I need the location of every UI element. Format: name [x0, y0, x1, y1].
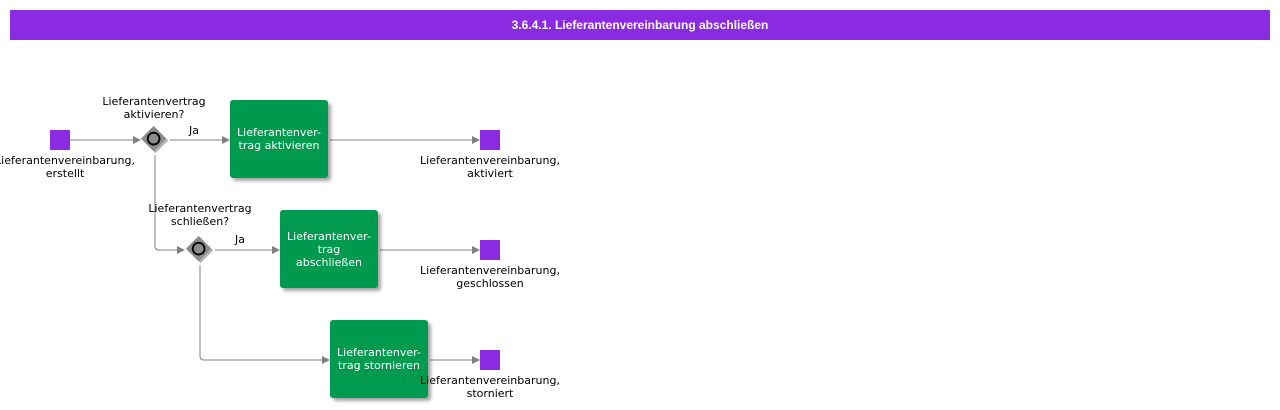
end-event-closed[interactable] [480, 240, 500, 260]
end-event-activated-label: Lieferantenvereinbarung, aktiviert [410, 154, 570, 180]
task-close-contract[interactable]: Lieferantenver- trag abschließen [280, 210, 378, 288]
gateway1-yes-label: Ja [189, 124, 199, 137]
start-event[interactable] [50, 130, 70, 150]
end-event-activated-label-line2: aktiviert [467, 167, 513, 180]
task-cancel-contract[interactable]: Lieferantenver- trag stornieren [330, 320, 428, 398]
end-event-cancelled[interactable] [480, 350, 500, 370]
end-event-closed-label-line1: Lieferantenvereinbarung, [420, 264, 560, 277]
start-event-label-line1: Lieferantenvereinbarung, [0, 154, 135, 167]
start-event-label-line2: erstellt [45, 167, 85, 180]
end-event-closed-label: Lieferantenvereinbarung, geschlossen [410, 264, 570, 290]
gateway2-diamond[interactable] [185, 235, 215, 265]
gateway1-diamond[interactable] [140, 125, 170, 155]
gateway1-label: Lieferantenvertrag aktivieren? [94, 95, 214, 121]
edge-gateway2-to-cancel [199, 265, 330, 364]
gateway2-label-line1: Lieferantenvertrag [148, 202, 252, 215]
start-event-label: Lieferantenvereinbarung, erstellt [0, 154, 140, 180]
end-event-activated-label-line1: Lieferantenvereinbarung, [420, 154, 560, 167]
edge-gateway1-to-gateway2 [154, 155, 185, 254]
end-event-activated[interactable] [480, 130, 500, 150]
gateway1-label-line2: aktivieren? [123, 108, 185, 121]
gateway2-label-line2: schließen? [170, 215, 230, 228]
task-activate-contract[interactable]: Lieferantenver- trag aktivieren [230, 100, 328, 178]
end-event-cancelled-label: Lieferantenvereinbarung, storniert [410, 374, 570, 400]
end-event-closed-label-line2: geschlossen [456, 277, 524, 290]
gateway2-yes-label: Ja [235, 233, 245, 246]
gateway1-label-line1: Lieferantenvertrag [102, 95, 206, 108]
diagram-title: 3.6.4.1. Lieferantenvereinbarung abschli… [10, 10, 1270, 40]
gateway2-label: Lieferantenvertrag schließen? [140, 202, 260, 228]
end-event-cancelled-label-line2: storniert [466, 387, 514, 400]
end-event-cancelled-label-line1: Lieferantenvereinbarung, [420, 374, 560, 387]
